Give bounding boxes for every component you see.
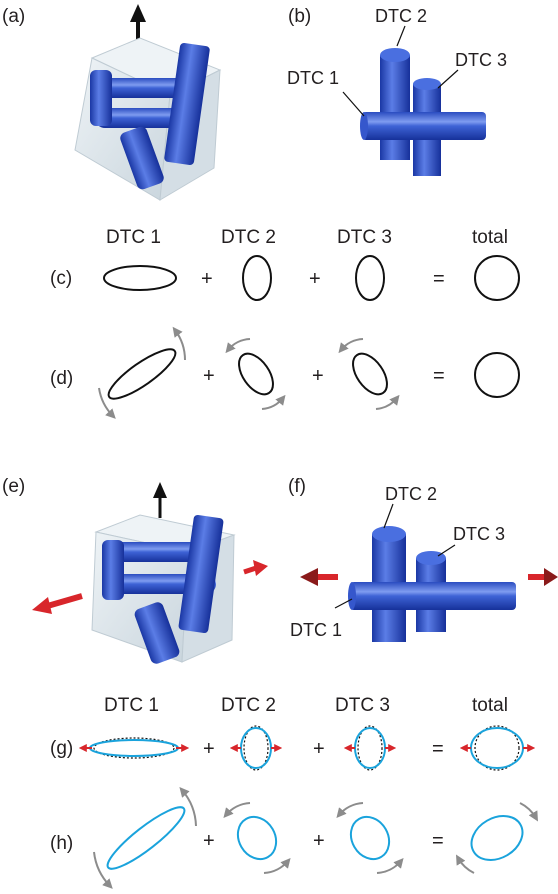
- rod-dtc2-cap: [372, 526, 406, 542]
- column-header: DTC 1: [106, 227, 161, 248]
- rod-dtc2: [380, 55, 410, 160]
- rod-dtc3-cap: [416, 551, 446, 565]
- ellipse-dtc2: [236, 815, 278, 861]
- rod: [102, 540, 124, 600]
- rod-dtc1-end: [348, 582, 356, 610]
- rod: [134, 602, 180, 664]
- ellipse-dtc2-ref: [243, 725, 269, 771]
- rod-label-dtc2: DTC 2: [375, 6, 427, 26]
- rod: [164, 43, 210, 165]
- panel-label-b: (b): [288, 6, 311, 27]
- rod: [110, 542, 210, 562]
- rod: [120, 126, 164, 190]
- panel-label-g: (g): [50, 738, 73, 759]
- rod: [90, 70, 112, 126]
- rod-assembly-f: DTC 2 DTC 3 DTC 1: [290, 484, 558, 642]
- equals-sign: =: [433, 268, 445, 290]
- strain-arrowhead-left: [300, 568, 318, 586]
- column-header: total: [472, 695, 508, 716]
- rod-dtc1: [350, 582, 516, 610]
- ellipse-dtc1-ref: [93, 737, 175, 759]
- plus-sign: +: [203, 365, 215, 387]
- plus-sign: +: [313, 830, 325, 852]
- panel-label-d: (d): [50, 368, 73, 389]
- rod-dtc1-end: [360, 112, 368, 140]
- equals-sign: =: [432, 738, 444, 760]
- rod-dtc1: [362, 112, 486, 140]
- column-header: DTC 3: [337, 227, 392, 248]
- ellipse-dtc2: [240, 727, 272, 769]
- column-header: DTC 2: [221, 227, 276, 248]
- ellipse-dtc1: [107, 348, 177, 400]
- plus-sign: +: [312, 365, 324, 387]
- column-header: DTC 2: [221, 695, 276, 716]
- ellipse-dtc2: [238, 352, 274, 396]
- rod: [100, 78, 195, 98]
- row-c: [103, 255, 520, 301]
- strain-arrowhead-left: [32, 597, 52, 614]
- rod-dtc3-cap: [413, 78, 441, 90]
- plus-sign: +: [201, 268, 213, 290]
- rod-label-dtc1: DTC 1: [290, 620, 342, 640]
- rotation-arrows-h: [93, 786, 539, 889]
- ellipse-dtc3: [355, 255, 385, 301]
- ellipse-dtc3: [352, 352, 388, 396]
- ellipse-dtc1: [89, 739, 179, 757]
- row-g: [78, 725, 536, 771]
- ellipse-dtc1: [103, 265, 177, 291]
- equals-sign: =: [433, 365, 445, 387]
- ellipse-total-ref: [474, 725, 520, 771]
- rod-assembly-b: DTC 1 DTC 2 DTC 3: [287, 6, 507, 176]
- rotation-arrows-d: [98, 326, 400, 419]
- rod-label-dtc1: DTC 1: [287, 68, 339, 88]
- ellipse-total: [470, 815, 524, 861]
- plus-sign: +: [313, 738, 325, 760]
- crystal-cube-e: [32, 482, 268, 664]
- plus-sign: +: [203, 830, 215, 852]
- ellipse-total: [470, 727, 524, 769]
- plus-sign: +: [309, 268, 321, 290]
- strain-arrowhead-right: [544, 568, 558, 586]
- panel-label-h: (h): [50, 833, 73, 854]
- rod-label-dtc3: DTC 3: [455, 50, 507, 70]
- strain-arrow-right: [243, 565, 257, 575]
- panel-label-c: (c): [50, 268, 72, 289]
- panel-label-f: (f): [288, 476, 306, 497]
- ellipse-total: [474, 352, 520, 398]
- c-axis-arrowhead: [130, 4, 146, 22]
- rod-label-dtc2: DTC 2: [385, 484, 437, 504]
- ellipse-total: [474, 255, 520, 301]
- ellipse-dtc2: [242, 255, 272, 301]
- row-h: [106, 806, 524, 870]
- column-header: total: [472, 227, 508, 248]
- rod-label-dtc3: DTC 3: [453, 524, 505, 544]
- rod: [178, 514, 224, 634]
- panel-label-e: (e): [2, 476, 25, 497]
- ellipse-dtc3: [354, 727, 386, 769]
- strain-arrow-left: [43, 593, 83, 610]
- plus-sign: +: [203, 738, 215, 760]
- ellipse-dtc3: [349, 815, 391, 861]
- column-header: DTC 3: [335, 695, 390, 716]
- panel-label-a: (a): [2, 6, 25, 27]
- ellipse-dtc1: [106, 806, 186, 870]
- rod-dtc2-cap: [380, 48, 410, 62]
- strain-arrowhead-right: [253, 560, 268, 576]
- ellipse-dtc3-ref: [357, 725, 383, 771]
- equals-sign: =: [432, 830, 444, 852]
- column-header: DTC 1: [104, 695, 159, 716]
- rod-dtc2-lower: [372, 610, 406, 632]
- c-axis-arrowhead: [153, 482, 167, 498]
- crystal-cube-a: [74, 4, 222, 201]
- row-d: [107, 348, 520, 400]
